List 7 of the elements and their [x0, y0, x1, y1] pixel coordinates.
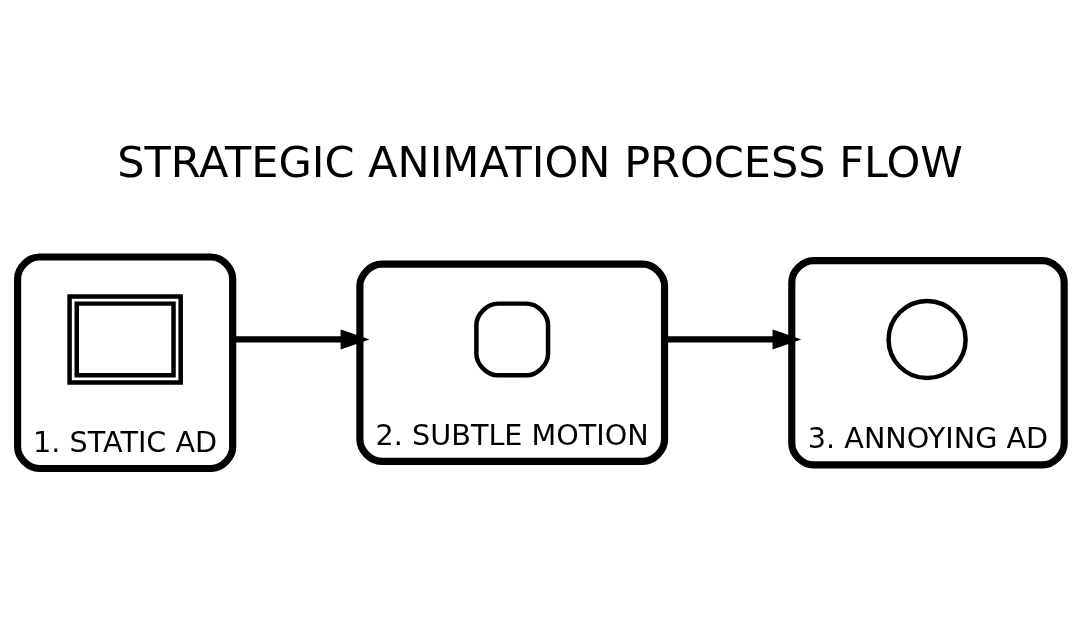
diagram-title: STRATEGIC ANIMATION PROCESS FLOW: [117, 136, 963, 187]
cluster: 1. STATIC AD: [14, 252, 237, 472]
node-box: [474, 300, 551, 378]
cluster: 3. ANNOYING AD: [788, 256, 1068, 468]
cluster: 2. SUBTLE MOTION: [356, 260, 669, 465]
node-picture: [67, 293, 183, 385]
node-circle: [886, 298, 968, 380]
